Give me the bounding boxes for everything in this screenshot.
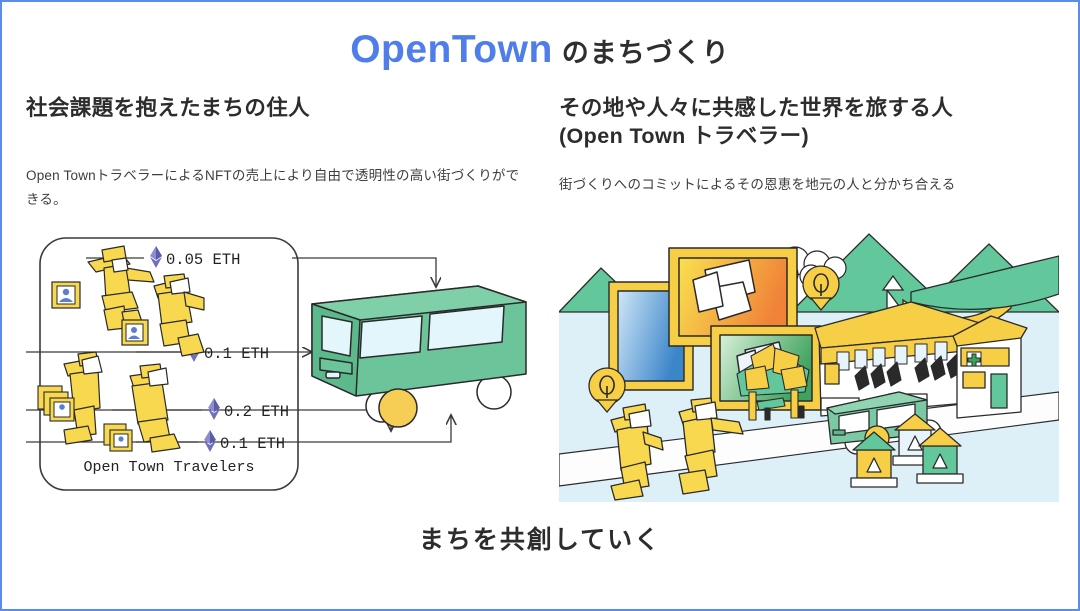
travelers-nft-diagram: 0.05 ETH 0.1 ETH 0.2 ETH [26, 224, 536, 506]
nft-card-stack-icon [103, 423, 133, 452]
left-column-body: Open TownトラベラーによるNFTの売上により自由で透明性の高い街づくりが… [26, 168, 520, 207]
eth-amount-2: 0.1 ETH [204, 345, 269, 363]
right-column: その地や人々に共感した世界を旅する人 (Open Town トラベラー) 街づくり… [559, 94, 1059, 196]
shuttle-bus [826, 391, 942, 455]
balloon-marker-icon [588, 367, 626, 414]
clinic-cross-icon [966, 351, 982, 367]
nft-card-stack-icon [37, 385, 75, 422]
tree-cluster [736, 343, 810, 421]
milestone-marker [916, 427, 964, 484]
bus-accent-wheel [378, 388, 418, 428]
eth-label-row-4: 0.1 ETH [136, 430, 285, 453]
shuttle-bus-illustration [311, 285, 527, 423]
eth-amount-4: 0.1 ETH [220, 435, 285, 453]
traveler-figure [63, 351, 103, 445]
milestone-marker [850, 431, 898, 488]
right-heading-line1: その地や人々に共感した世界を旅する人 [559, 96, 954, 120]
traveler-figure [678, 397, 744, 495]
right-heading-line2: (Open Town トラベラー) [559, 124, 810, 149]
eth-amount-3: 0.2 ETH [224, 403, 289, 421]
page-title: OpenTown のまちづくり [2, 28, 1078, 72]
left-column: 社会課題を抱えたまちの住人 Open TownトラベラーによるNFTの売上により… [26, 94, 536, 212]
traveler-figure [610, 403, 664, 501]
bottom-caption: まちを共創していく [418, 526, 662, 554]
ethereum-icon [208, 398, 220, 420]
ethereum-icon [204, 430, 216, 452]
nft-card-icon [51, 281, 81, 309]
eth-amount-1: 0.05 ETH [166, 251, 240, 269]
left-column-heading: 社会課題を抱えたまちの住人 [26, 96, 311, 120]
town-illustration [559, 224, 1059, 502]
clinic-building [952, 315, 1028, 419]
brand-name: OpenTown [350, 28, 553, 71]
title-suffix: のまちづくり [561, 38, 730, 68]
balloon-marker-icon [802, 265, 840, 312]
ethereum-icon [150, 246, 162, 268]
traveler-figure [153, 273, 205, 357]
nft-card-icon [121, 319, 149, 346]
right-column-body: 街づくりへのコミットによるその恩恵を地元の人と分かち合える [559, 176, 956, 192]
eth-label-row-1: 0.05 ETH [86, 246, 240, 269]
right-column-heading: その地や人々に共感した世界を旅する人 (Open Town トラベラー) [559, 94, 1059, 151]
eth-label-row-3: 0.2 ETH [112, 398, 289, 421]
traveler-figure [129, 363, 181, 453]
travelers-box-label: Open Town Travelers [83, 459, 254, 476]
